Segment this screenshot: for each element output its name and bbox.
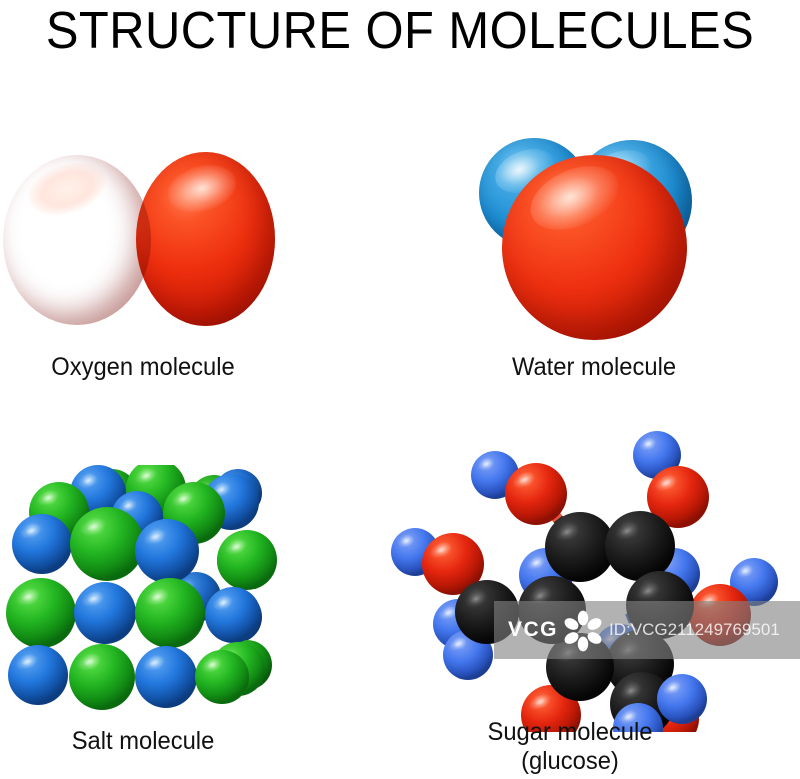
salt-lattice-front-layer	[6, 507, 249, 710]
caption-salt-molecule: Salt molecule	[71, 727, 215, 755]
carbon-atom	[455, 580, 519, 644]
oxygen-atom	[689, 584, 751, 646]
water-oxygen-atom	[502, 153, 687, 340]
oxygen-atom	[647, 466, 709, 528]
oxygen-atom	[422, 533, 484, 595]
glucose-ball-and-stick-diagram	[391, 431, 778, 732]
oxygen-atom-left	[3, 154, 151, 325]
oxygen-atom-left-highlight	[21, 154, 112, 224]
carbon-atom	[545, 512, 615, 582]
salt-lattice-diagram	[6, 465, 277, 710]
carbon-atom	[626, 571, 694, 639]
oxygen-atom-right-highlight	[161, 157, 241, 220]
oxygen-atom	[505, 463, 567, 525]
hydrogen-atom	[633, 431, 681, 479]
caption-oxygen-molecule: Oxygen molecule	[51, 353, 235, 381]
caption-sugar-molecule: Sugar molecule (glucose)	[487, 718, 653, 775]
caption-water-molecule: Water molecule	[511, 353, 677, 381]
carbon-atom	[518, 576, 586, 644]
hydrogen-atom	[657, 674, 707, 724]
oxygen-atom-right	[136, 152, 275, 326]
carbon-atom	[605, 511, 675, 581]
page-title: STRUCTURE OF MOLECULES	[45, 2, 755, 60]
hydrogen-atom	[613, 703, 663, 732]
glucose-atoms	[391, 431, 778, 732]
